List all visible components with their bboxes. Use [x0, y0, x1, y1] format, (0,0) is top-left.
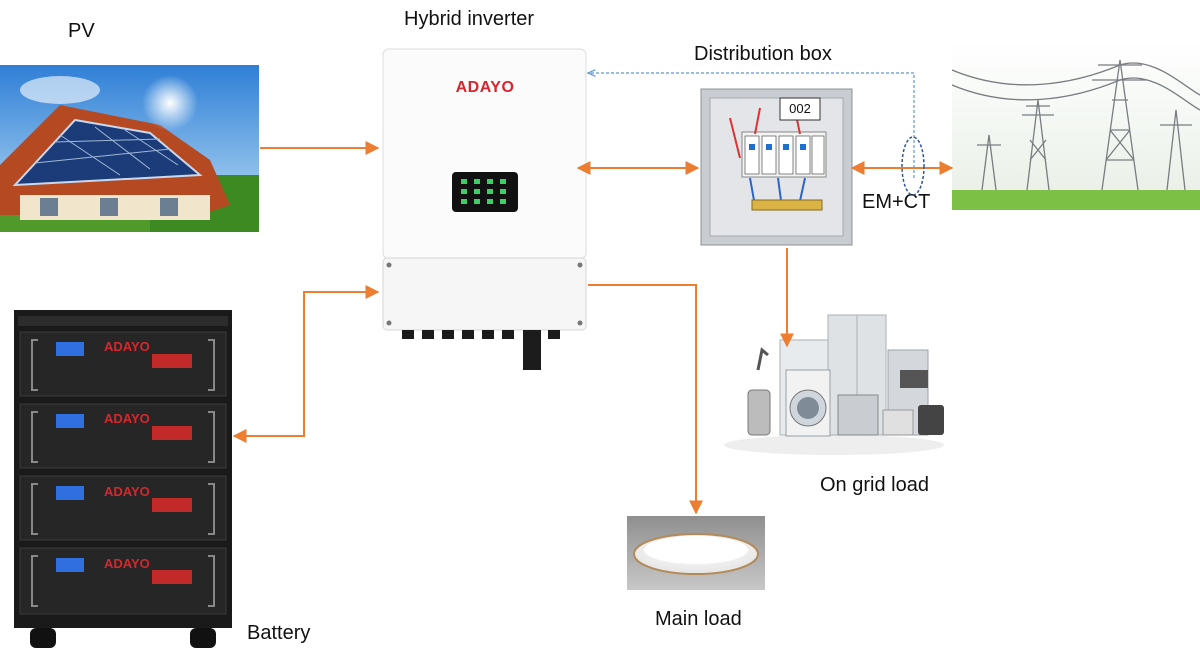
- battery-rack: ADAYO ADAYO ADAYO ADAYO: [12, 310, 234, 655]
- battery-brand-2: ADAYO: [104, 411, 150, 426]
- appliances-image: [718, 310, 950, 460]
- battery-to-inverter-arrow: [232, 285, 380, 443]
- battery-brand-3: ADAYO: [104, 484, 150, 499]
- battery-brand-4: ADAYO: [104, 556, 150, 571]
- pv-panel-image: [0, 65, 259, 232]
- battery-brand-1: ADAYO: [104, 339, 150, 354]
- em-ct-label: EM+CT: [862, 191, 931, 213]
- box-number-label: 002: [789, 101, 811, 116]
- ct-clamp-ring: [901, 136, 925, 196]
- em-ct-comm-line: [588, 73, 915, 178]
- battery-label: Battery: [247, 622, 311, 644]
- inverter-label: Hybrid inverter: [404, 8, 535, 30]
- distribution-box-image: 002: [700, 88, 853, 246]
- main-load-label: Main load: [655, 608, 742, 630]
- on-grid-load-label: On grid load: [820, 474, 929, 496]
- ceiling-lamp-image: [627, 516, 765, 590]
- power-grid-image: [951, 40, 1200, 210]
- pv-label: PV: [68, 20, 95, 42]
- inverter-to-main-load-arrow: [588, 284, 703, 515]
- distribution-box-label: Distribution box: [694, 43, 832, 65]
- inverter-brand-logo: ADAYO: [455, 79, 515, 96]
- hybrid-inverter: ADAYO: [382, 48, 588, 370]
